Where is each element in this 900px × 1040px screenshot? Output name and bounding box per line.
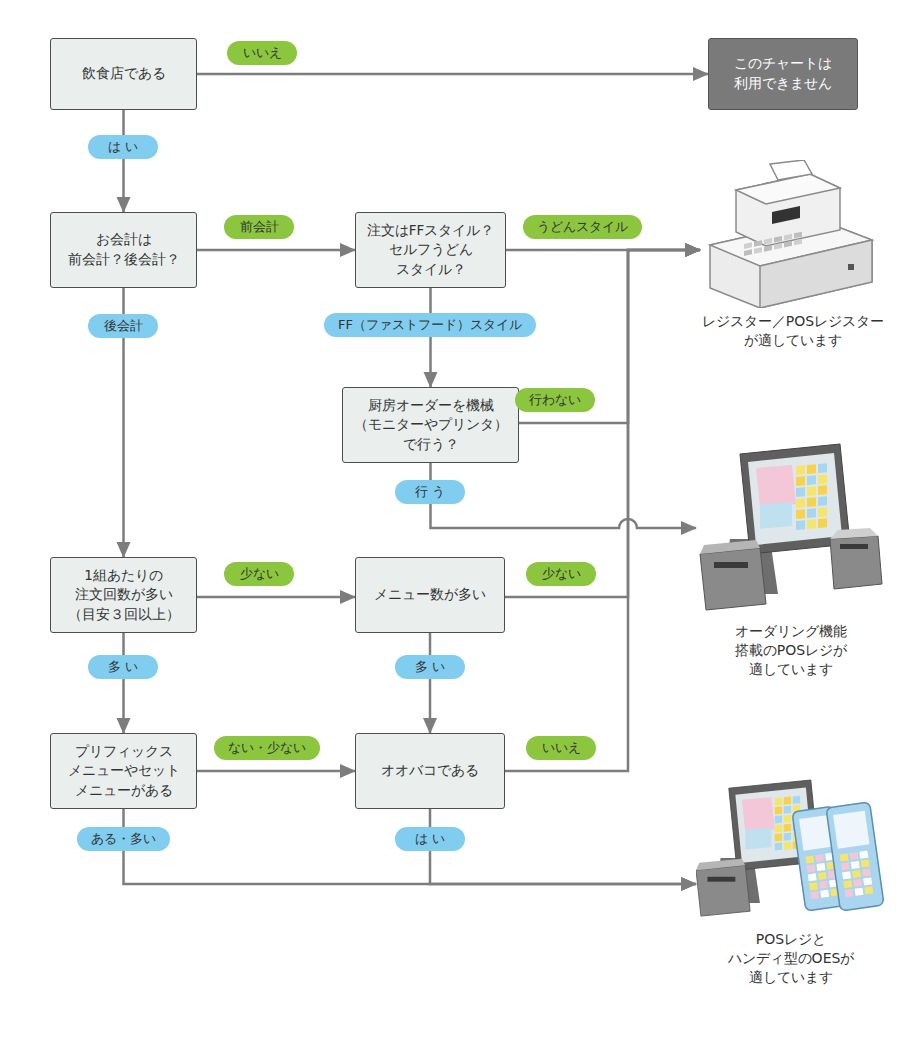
illustration bbox=[700, 160, 878, 308]
answer-pill: 後会計 bbox=[88, 314, 158, 338]
answer-pill: 少ない bbox=[526, 562, 596, 586]
answer-pill: うどんスタイル bbox=[523, 215, 642, 239]
result-caption: オーダリング機能 搭載のPOSレジが 適しています bbox=[733, 622, 849, 679]
answer-pill: ある・多い bbox=[77, 827, 170, 851]
text-stack: 飲食店である bbox=[80, 64, 167, 84]
decision-box: メニュー数が多い bbox=[355, 557, 505, 633]
box-text: 飲食店である bbox=[80, 64, 167, 84]
answer-pill: 多 い bbox=[88, 655, 158, 679]
flow-connector bbox=[122, 110, 125, 212]
answer-pill: 行 う bbox=[395, 480, 465, 504]
flow-connector bbox=[429, 288, 432, 387]
flow-connector bbox=[122, 633, 125, 733]
flow-connector bbox=[197, 596, 355, 599]
answer-pill: 行わない bbox=[515, 388, 595, 412]
end-box: このチャートは 利用できません bbox=[708, 38, 858, 110]
flow-connector bbox=[197, 73, 708, 76]
answer-pill: 多 い bbox=[395, 655, 465, 679]
text-stack: 厨房オーダーを機械 （モニターやプリンタ） で行う？ bbox=[352, 396, 509, 455]
flow-connector bbox=[430, 809, 696, 884]
result-illustration: POSレジと ハンディ型のOESが 適しています bbox=[696, 768, 886, 987]
text-stack: このチャートは 利用できません bbox=[733, 54, 834, 93]
decision-box: オオバコである bbox=[355, 733, 505, 809]
illustration bbox=[696, 438, 886, 618]
result-illustration: オーダリング機能 搭載のPOSレジが 適しています bbox=[696, 438, 886, 679]
flow-connector bbox=[124, 809, 697, 884]
answer-pill: いいえ bbox=[526, 736, 596, 760]
result-illustration: レジスター／POSレジスター が適しています bbox=[700, 160, 878, 350]
box-text: お会計は 前会計？後会計？ bbox=[66, 230, 181, 269]
decision-box: 注文はFFスタイル？ セルフうどん スタイル？ bbox=[355, 212, 506, 288]
decision-box: 1組あたりの 注文回数が多い （目安３回以上） bbox=[50, 557, 197, 633]
flow-connector bbox=[429, 633, 432, 733]
text-stack: 注文はFFスタイル？ セルフうどん スタイル？ bbox=[365, 221, 496, 280]
flow-connector bbox=[197, 770, 355, 773]
text-stack: オオバコである bbox=[380, 761, 481, 781]
box-text: 1組あたりの 注文回数が多い （目安３回以上） bbox=[66, 566, 181, 625]
flow-connector bbox=[505, 250, 700, 597]
text-stack: メニュー数が多い bbox=[373, 585, 488, 605]
box-text: 注文はFFスタイル？ セルフうどん スタイル？ bbox=[365, 221, 496, 280]
answer-pill: ない・少ない bbox=[214, 736, 320, 760]
text-stack: お会計は 前会計？後会計？ bbox=[66, 230, 181, 269]
text-stack: 1組あたりの 注文回数が多い （目安３回以上） bbox=[66, 566, 181, 625]
answer-pill: いいえ bbox=[227, 41, 297, 65]
decision-box: お会計は 前会計？後会計？ bbox=[50, 212, 197, 288]
answer-pill: FF（ファストフード）スタイル bbox=[324, 313, 536, 337]
text-stack: プリフィックス メニューやセット メニューがある bbox=[66, 742, 181, 801]
result-caption: POSレジと ハンディ型のOESが 適しています bbox=[726, 930, 856, 987]
box-text: 厨房オーダーを機械 （モニターやプリンタ） で行う？ bbox=[352, 396, 509, 455]
box-text: プリフィックス メニューやセット メニューがある bbox=[66, 742, 181, 801]
decision-box: 厨房オーダーを機械 （モニターやプリンタ） で行う？ bbox=[342, 387, 519, 463]
decision-box: プリフィックス メニューやセット メニューがある bbox=[50, 733, 197, 809]
box-text: オオバコである bbox=[380, 761, 481, 781]
decision-box: 飲食店である bbox=[50, 38, 197, 110]
illustration bbox=[696, 768, 886, 926]
box-text: メニュー数が多い bbox=[373, 585, 488, 605]
result-caption: レジスター／POSレジスター が適しています bbox=[700, 312, 886, 350]
flow-connector bbox=[431, 463, 697, 528]
flow-connector bbox=[197, 249, 355, 252]
answer-pill: は い bbox=[88, 135, 158, 159]
answer-pill: 前会計 bbox=[224, 215, 294, 239]
answer-pill: は い bbox=[395, 827, 465, 851]
answer-pill: 少ない bbox=[224, 562, 294, 586]
box-text: このチャートは 利用できません bbox=[733, 54, 834, 93]
